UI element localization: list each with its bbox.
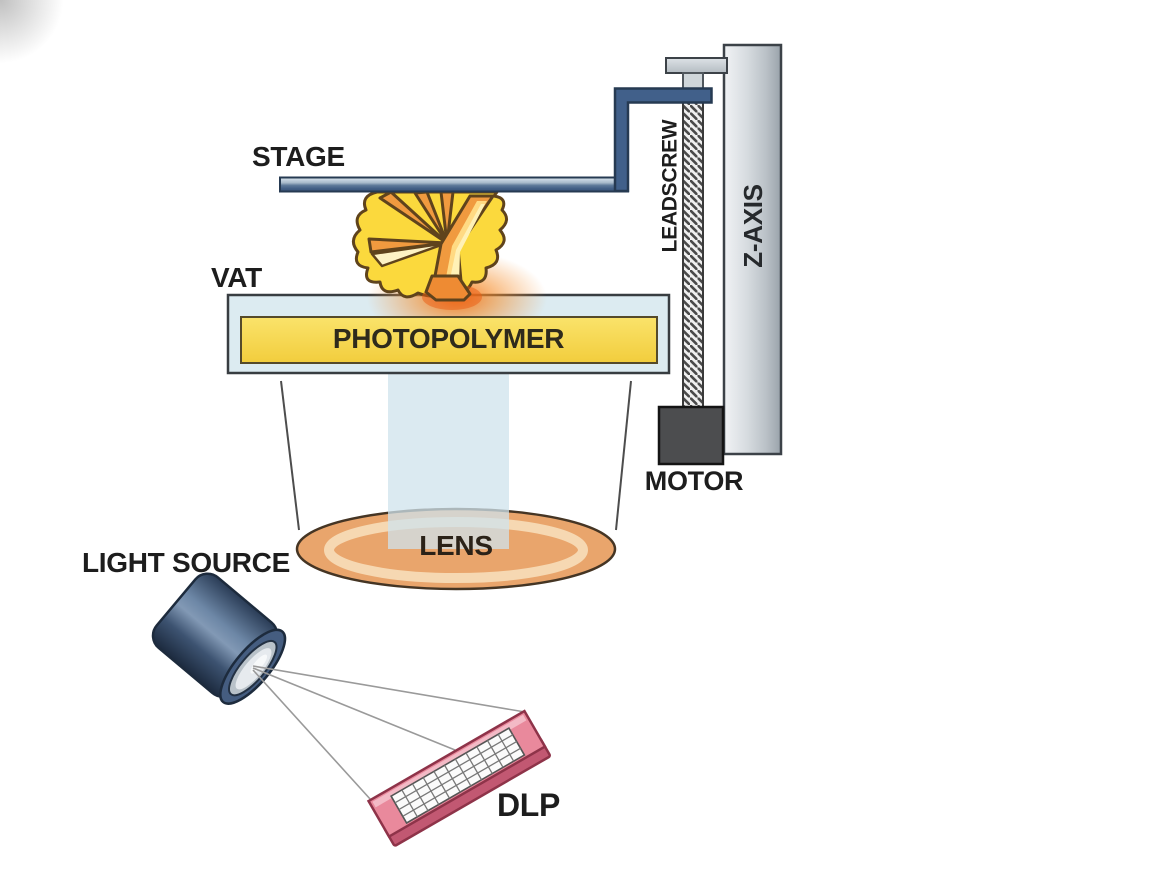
motor-label: MOTOR (644, 466, 744, 496)
light-ray-3 (252, 669, 372, 801)
projection-beam (388, 372, 509, 549)
printed-object (352, 190, 508, 310)
photopolymer-label: PHOTOPOLYMER (332, 323, 565, 354)
leadscrew-rod (682, 91, 704, 413)
light-ray-2 (252, 667, 456, 751)
object-foot (424, 274, 472, 302)
stage-platform (279, 176, 629, 193)
light-source (151, 572, 287, 705)
motor-body (657, 405, 725, 466)
light-rays (252, 665, 526, 801)
photopolymer-resin (240, 316, 658, 364)
z-axis-column (722, 43, 783, 456)
lens-label: LENS (419, 530, 493, 561)
stage-label: STAGE (252, 141, 345, 172)
dlp-chip (366, 709, 551, 847)
dlp-mirror-grid (390, 727, 526, 825)
leadscrew-label: LEADSCREW (658, 119, 682, 253)
light-source-label: LIGHT SOURCE (82, 547, 290, 578)
vat-label: VAT (211, 262, 262, 293)
top-bracket (665, 57, 728, 74)
projection-cone-line-right (615, 380, 632, 531)
dlp-label: DLP (497, 787, 561, 823)
z-axis-label: Z-AXIS (738, 184, 768, 268)
stage-arm (613, 87, 713, 193)
projection-cone-line-left (280, 380, 300, 531)
light-ray-1 (252, 665, 526, 713)
